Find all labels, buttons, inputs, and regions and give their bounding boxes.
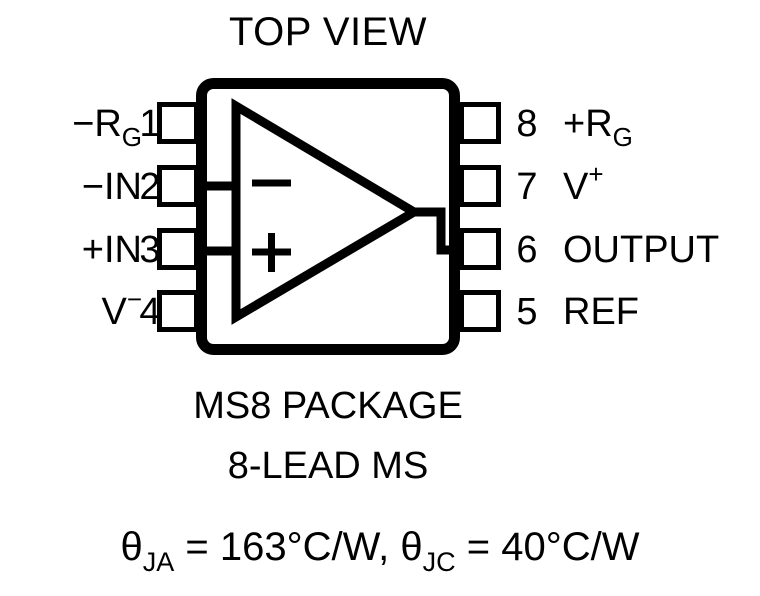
lead-pin-3 (157, 228, 199, 270)
pin-8-label-main: +R (563, 103, 613, 145)
pin-7-number: 7 (516, 166, 537, 208)
pin-5-label-main: REF (563, 291, 639, 333)
package-body (196, 78, 460, 355)
pin-1-label: −RG (72, 103, 142, 152)
pin-7-label-superscript: + (588, 159, 603, 189)
theta-jc-value: = 40°C/W (456, 525, 640, 569)
pin-3-label-main: +IN (82, 229, 142, 271)
pin-6-label: OUTPUT (563, 229, 719, 271)
opamp-triangle (231, 98, 423, 325)
lead-pin-4 (157, 290, 199, 332)
pin-8-number: 8 (516, 103, 537, 145)
package-name: MS8 PACKAGE (193, 385, 463, 427)
lead-pin-7 (459, 165, 501, 207)
pin-4-label-superscript: − (127, 284, 142, 314)
pin-4-number: 4 (139, 291, 160, 333)
thermal-resistance-spec: θJA = 163°C/W, θJC = 40°C/W (121, 525, 640, 577)
theta-ja-subscript: JA (143, 547, 175, 577)
pin-8-label: +RG (563, 103, 633, 152)
pin-4-label-main: V (101, 291, 127, 333)
page-title: TOP VIEW (229, 10, 427, 54)
theta-ja-symbol: θ (121, 525, 143, 569)
theta-ja-value: = 163°C/W, (174, 525, 400, 569)
pin-8-label-subscript: G (613, 122, 633, 152)
lead-pin-1 (157, 102, 199, 144)
pin-1-label-main: −R (72, 103, 122, 145)
pin-5-number: 5 (516, 291, 537, 333)
lead-pin-8 (459, 102, 501, 144)
pin-6-number: 6 (516, 229, 537, 271)
pin-6-label-main: OUTPUT (563, 229, 719, 271)
pin-2-number: 2 (139, 166, 160, 208)
lead-pin-6 (459, 228, 501, 270)
pin-2-label: −IN (82, 166, 142, 208)
pin-7-label-main: V (563, 166, 589, 208)
pin-1-number: 1 (139, 103, 160, 145)
pin-7-label: V+ (563, 159, 604, 208)
pin-3-label: +IN (82, 229, 142, 271)
pin-4-label: V− (101, 284, 142, 333)
theta-jc-symbol: θ (400, 525, 422, 569)
lead-description: 8-LEAD MS (228, 445, 429, 487)
pin-5-label: REF (563, 291, 639, 333)
lead-pin-2 (157, 165, 199, 207)
output-trace (409, 207, 458, 255)
pin-1-label-subscript: G (122, 122, 142, 152)
theta-jc-subscript: JC (423, 547, 456, 577)
pin-2-label-main: −IN (82, 166, 142, 208)
pin-3-number: 3 (139, 229, 160, 271)
lead-pin-5 (459, 290, 501, 332)
